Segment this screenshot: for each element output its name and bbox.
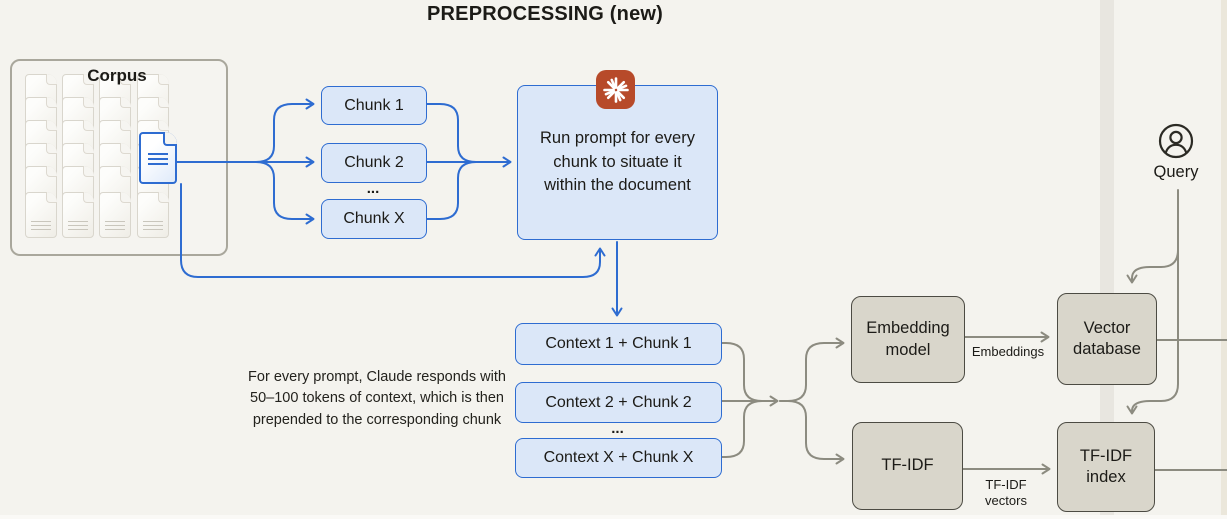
- context-1-box: Context 1 + Chunk 1: [515, 323, 722, 365]
- chunk-ellipsis: ...: [366, 180, 380, 197]
- section-divider-band: [1100, 0, 1114, 519]
- diagram-title: PREPROCESSING (new): [426, 3, 664, 25]
- document-icon: [99, 192, 131, 238]
- bottom-edge: [0, 515, 1227, 519]
- edge-branch-chunk1: [255, 98, 315, 163]
- tfidf-box: TF-IDF: [852, 422, 963, 510]
- edge-contextx-merge: [719, 400, 763, 458]
- chunk-2-box: Chunk 2: [321, 143, 427, 183]
- chunk-x-box: Chunk X: [321, 199, 427, 239]
- vector-database-box: Vector database: [1057, 293, 1157, 385]
- edge-split-to-embedding: [779, 337, 845, 402]
- document-icon: [137, 192, 169, 238]
- document-icon: [62, 192, 94, 238]
- corpus-label: Corpus: [87, 66, 147, 85]
- edge-query-to-vectordb: [1126, 249, 1179, 284]
- tfidf-index-box: TF-IDF index: [1057, 422, 1155, 512]
- edge-chunkx-merge: [424, 161, 477, 220]
- edge-branch-chunkx: [255, 161, 315, 225]
- document-icon: [25, 192, 57, 238]
- embedding-model-box: Embedding model: [851, 296, 965, 383]
- claude-starburst-icon: [596, 70, 635, 109]
- user-query-icon: [1158, 123, 1194, 159]
- claude-note-text: For every prompt, Claude responds with 5…: [248, 369, 506, 428]
- next-panel-edge: [1221, 0, 1227, 519]
- chunk-1-box: Chunk 1: [321, 86, 427, 125]
- selected-document-icon: [139, 132, 177, 184]
- edge-context1-merge: [719, 342, 763, 402]
- embeddings-edge-label: Embeddings: [971, 344, 1045, 359]
- query-label: Query: [1153, 163, 1199, 181]
- tfidf-vectors-edge-label: TF-IDF vectors: [985, 477, 1027, 508]
- context-x-box: Context X + Chunk X: [515, 438, 722, 478]
- edge-chunk1-merge: [424, 103, 477, 163]
- context-ellipsis: ...: [611, 420, 624, 437]
- edge-split-to-tfidf: [779, 400, 845, 465]
- context-2-box: Context 2 + Chunk 2: [515, 382, 722, 423]
